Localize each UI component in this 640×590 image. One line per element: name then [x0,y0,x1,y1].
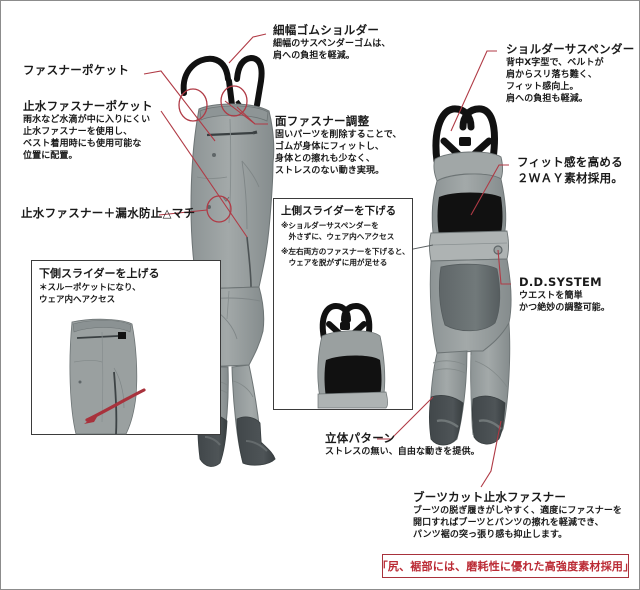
annotation-title: 細幅ゴムショルダー [273,23,380,37]
annotation-title: 止水ファスナー＋漏水防止△マチ [21,206,196,220]
inset-body-line: ※左右両方のファスナーを下げると、 [281,247,410,256]
annotation-body: ブーツの脱ぎ履きがしやすく、適度にファスナーを 開口すればブーツとパンツの擦れを… [413,505,622,541]
annotation-waterproof-zipper-gusset: 止水ファスナー＋漏水防止△マチ [21,206,195,220]
annotation-body-line: ベスト着用時にも使用可能な [23,139,142,149]
annotation-body-line: かつ絶妙の調整可能。 [519,303,611,313]
annotation-body-line: ゴムが身体にフィットし、 [275,142,385,152]
inset-upper-slider: 上側スライダーを下げる ※ショルダーサスペンダーを 外さずに、ウェア内へアクセス… [273,198,413,410]
annotation-title: 止水ファスナーポケット [23,99,153,113]
annotation-body-line: 背中X字型で、ベルトが [506,58,604,68]
annotation-body-line: ストレスの無い、自由な動きを提供。 [325,447,480,457]
annotation-waterproof-zipper-pocket: 止水ファスナーポケット 雨水など水滴が中に入りにくい 止水ファスナーを使用し、 … [23,99,153,162]
annotation-body-line: 肩への負担も軽減。 [506,94,588,104]
annotation-body-line: ストレスのない動き実現。 [275,166,385,176]
annotation-body: ウエストを簡単 かつ絶妙の調整可能。 [519,290,610,314]
back-garment-illustration [429,105,512,446]
inset-body-line: ウェアを脱がずに用が足せる [281,257,388,267]
annotation-body-line: 身体との擦れも少なく、 [275,154,376,164]
inset-body: ＊スルーポケットになり、 ウェア内へアクセス [39,283,220,306]
footer-note-box: 「尻、裾部には、磨耗性に優れた高強度素材採用」 [377,554,634,578]
annotation-body-line: 雨水など水滴が中に入りにくい [23,115,151,125]
annotation-body-line: 位置に配置。 [23,151,78,161]
inset-lower-slider: 下側スライダーを上げる ＊スルーポケットになり、 ウェア内へアクセス [31,260,221,435]
annotation-title: ショルダーサスペンダー [506,42,635,56]
annotation-body: 背中X字型で、ベルトが 肩からスリ落ち難く、 フィット感向上。 肩への負担も軽減… [506,57,635,105]
inset-upper-slider-illustration [317,302,388,409]
annotation-body: 雨水など水滴が中に入りにくい 止水ファスナーを使用し、 ベスト着用時にも使用可能… [23,114,153,162]
annotation-narrow-rubber-shoulder: 細幅ゴムショルダー 細幅のサスペンダーゴムは、 肩への負担を軽減。 [273,23,391,62]
annotation-title: ブーツカット止水ファスナー [413,490,567,504]
inset-body-line: ＊スルーポケットになり、 [39,283,141,293]
highlight-circles [178,85,248,223]
annotation-body: 細幅のサスペンダーゴムは、 肩への負担を軽減。 [273,38,391,62]
annotation-title-line2: ２ＷＡＹ素材採用。 [517,171,624,185]
annotation-body: ストレスの無い、自由な動きを提供。 [325,446,480,458]
inset-title: 上側スライダーを下げる [281,205,397,217]
inset-body-line: 外さずに、ウェア内へアクセス [281,231,395,241]
annotation-body-line: 固いパーツを削除することで、 [275,130,402,140]
inset-title: 下側スライダーを上げる [39,267,160,280]
annotation-body-line: 止水ファスナーを使用し、 [23,127,133,137]
annotation-body: 固いパーツを削除することで、 ゴムが身体にフィットし、 身体との擦れも少なく、 … [275,129,402,177]
annotation-shoulder-suspender: ショルダーサスペンダー 背中X字型で、ベルトが 肩からスリ落ち難く、 フィット感… [506,42,635,105]
annotation-body-line: ウエストを簡単 [519,291,583,301]
annotation-title: フィット感を高める [517,155,623,169]
annotation-title: ファスナーポケット [23,63,130,77]
annotation-three-d-pattern: 立体パターン ストレスの無い、自由な動きを提供。 [325,431,480,458]
inset-body-line: ウェア内へアクセス [39,294,116,305]
annotation-title: D.D.SYSTEM [519,275,602,289]
inset-body-line: ※ショルダーサスペンダーを [281,221,379,230]
annotation-title: 面ファスナー調整 [275,114,370,128]
annotation-body-line: フィット感向上。 [506,82,579,92]
annotation-two-way-material: フィット感を高める ２ＷＡＹ素材採用。 [517,155,623,185]
annotation-hook-loop-adjust: 面ファスナー調整 固いパーツを削除することで、 ゴムが身体にフィットし、 身体と… [275,114,402,177]
annotation-body-line: 肩からスリ落ち難く、 [506,70,598,80]
inset-body: ※ショルダーサスペンダーを 外さずに、ウェア内へアクセス ※左右両方のファスナー… [281,221,412,268]
footer-note-text: 「尻、裾部には、磨耗性に優れた高強度素材採用」 [376,560,635,573]
annotation-body-line: ブーツの脱ぎ履きがしやすく、適度にファスナーを [413,506,623,516]
annotation-zipper-pocket: ファスナーポケット [23,63,129,77]
inset-lower-slider-illustration [69,318,146,435]
annotation-boot-cut-waterproof-zipper: ブーツカット止水ファスナー ブーツの脱ぎ履きがしやすく、適度にファスナーを 開口… [413,490,622,541]
annotation-title: 立体パターン [325,431,396,445]
annotation-body-line: 細幅のサスペンダーゴムは、 [273,39,391,49]
annotation-body-line: 開口すればブーツとパンツの擦れを軽減でき、 [413,518,604,528]
annotation-dd-system: D.D.SYSTEM ウエストを簡単 かつ絶妙の調整可能。 [519,275,610,314]
annotation-body-line: 肩への負担を軽減。 [273,51,355,61]
annotation-body-line: パンツ裾の突っ張り感も抑止します。 [413,530,568,540]
